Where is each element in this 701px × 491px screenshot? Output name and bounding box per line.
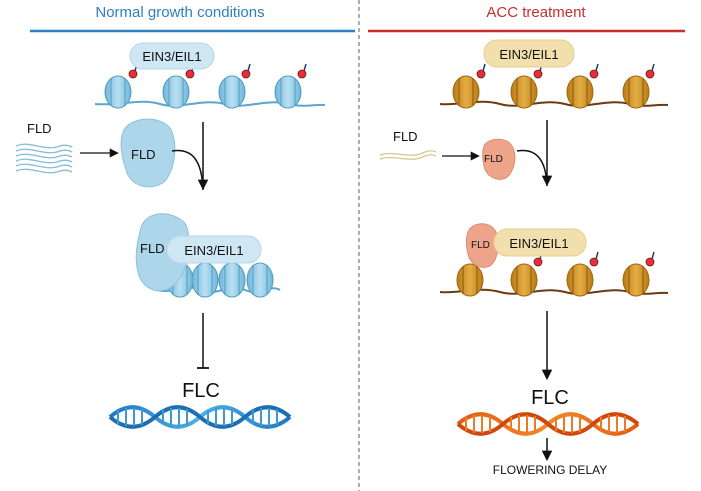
nucleosome-blue bbox=[191, 262, 219, 298]
histone-mark bbox=[297, 63, 307, 79]
left-fld-mrna bbox=[15, 143, 73, 174]
nucleosome-blue bbox=[218, 75, 246, 109]
histone-mark bbox=[589, 251, 599, 267]
nucleosome-orange bbox=[566, 263, 594, 297]
left-flc-label: FLC bbox=[182, 380, 220, 402]
histone-mark bbox=[241, 63, 251, 79]
left-bound-ein3 bbox=[166, 235, 262, 264]
nucleosome-orange bbox=[622, 263, 650, 297]
right-flc-label: FLC bbox=[531, 387, 569, 409]
right-binding-curve bbox=[516, 149, 548, 187]
right-bound-ein3 bbox=[493, 228, 587, 257]
nucleosome-blue bbox=[162, 75, 190, 109]
left-ein3-label: EIN3/EIL1 bbox=[142, 49, 201, 64]
left-fld-protein bbox=[120, 118, 176, 188]
right-ein3-complex bbox=[483, 39, 575, 68]
right-panel-title: ACC treatment bbox=[486, 4, 586, 21]
nucleosome-orange bbox=[622, 75, 650, 109]
nucleosome-orange bbox=[510, 263, 538, 297]
histone-mark bbox=[645, 63, 655, 79]
left-top-chromatin bbox=[94, 63, 326, 109]
nucleosome-orange bbox=[510, 75, 538, 109]
right-bound-ein3-label: EIN3/EIL1 bbox=[509, 236, 568, 251]
outcome-label: FLOWERING DELAY bbox=[493, 463, 607, 477]
left-flc-dna bbox=[108, 405, 292, 429]
nucleosome-orange bbox=[566, 75, 594, 109]
binding-curve bbox=[171, 149, 204, 191]
right-flc-dna bbox=[456, 412, 640, 436]
left-bound-fld-label: FLD bbox=[140, 241, 165, 256]
nucleosome-orange bbox=[456, 263, 484, 297]
nucleosome-blue bbox=[246, 262, 274, 298]
left-panel-title: Normal growth conditions bbox=[95, 4, 264, 21]
nucleosome-blue bbox=[274, 75, 302, 109]
histone-mark bbox=[589, 63, 599, 79]
left-bound-fld bbox=[135, 213, 190, 292]
histone-mark bbox=[128, 63, 138, 79]
right-fld-mrna-label: FLD bbox=[393, 129, 418, 144]
right-fld-mrna bbox=[379, 150, 437, 160]
left-bound-ein3-label: EIN3/EIL1 bbox=[184, 243, 243, 258]
right-bound-fld bbox=[466, 223, 499, 268]
right-fld-protein bbox=[482, 138, 516, 180]
left-panel: Normal growth conditions EIN3/EIL1 bbox=[15, 4, 355, 429]
left-fld-protein-label: FLD bbox=[131, 147, 156, 162]
left-ein3-complex bbox=[129, 42, 215, 70]
right-bound-fld-label: FLD bbox=[471, 240, 490, 251]
histone-mark bbox=[645, 251, 655, 267]
right-fld-protein-label: FLD bbox=[484, 154, 503, 165]
histone-mark bbox=[476, 63, 486, 79]
right-panel: ACC treatment EIN3/EIL1 FLD FLD bbox=[368, 4, 685, 477]
nucleosome-orange bbox=[452, 75, 480, 109]
nucleosome-blue bbox=[104, 75, 132, 109]
left-fld-mrna-label: FLD bbox=[27, 121, 52, 136]
right-top-chromatin bbox=[439, 63, 669, 109]
right-ein3-label: EIN3/EIL1 bbox=[499, 47, 558, 62]
nucleosome-blue bbox=[218, 262, 246, 298]
